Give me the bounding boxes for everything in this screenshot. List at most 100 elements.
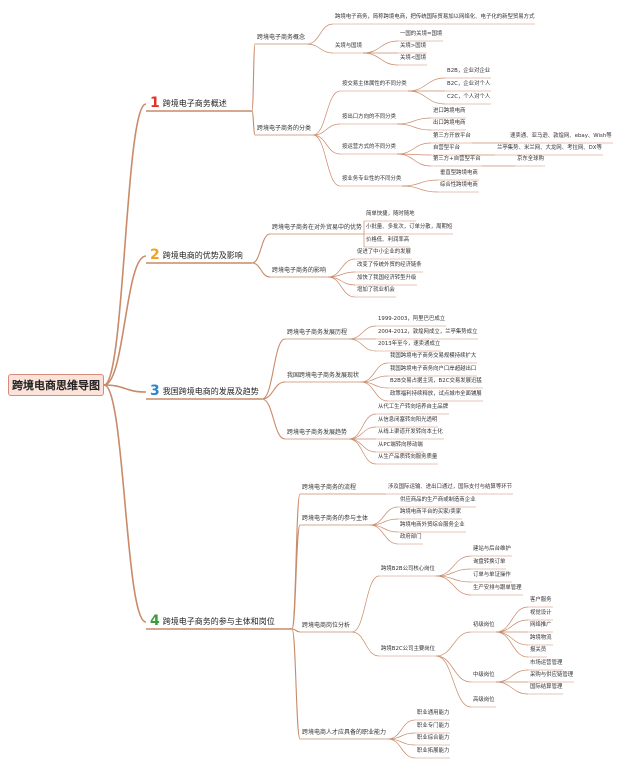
node-0-0-1-1[interactable]: 关境>国境 [400, 43, 427, 49]
node-3-1-2[interactable]: 跨境电商外贸综合服务企业 [400, 522, 465, 528]
node-1-1[interactable]: 跨境电子商务的影响 [272, 267, 327, 274]
node-2-1-0[interactable]: 我国跨境电子商务交易规模持续扩大 [390, 353, 477, 359]
node-0-1-2-2[interactable]: 第三方+自营型平台 [433, 156, 481, 162]
connector-line [348, 325, 377, 340]
node-1-0-0[interactable]: 简单快捷，随时随地 [366, 211, 415, 217]
node-2-0-0[interactable]: 1999-2003，阿里巴巴成立 [378, 316, 446, 322]
node-3-1[interactable]: 跨境电子商务的参与主体 [302, 515, 369, 522]
node-3-0-0[interactable]: 涉及国际运输、进出口通过，国际支付与结算等环节 [388, 484, 512, 490]
node-3-2-1-1-2[interactable]: 国际结算管理 [530, 684, 563, 690]
node-0-1-0[interactable]: 按交易主体属性的不同分类 [342, 81, 407, 87]
node-0-0-1[interactable]: 关境与国境 [335, 43, 362, 49]
node-0-1-0-0[interactable]: B2B，企业对企业 [447, 68, 491, 74]
node-3-2-0-1[interactable]: 询盘转换订单 [473, 559, 506, 565]
node-3-2-0[interactable]: 跨境B2B公司核心岗位 [381, 566, 435, 572]
node-2-1-1[interactable]: 我国跨境电子商务向户口岸超越出口 [390, 366, 477, 372]
node-0-1-3-0[interactable]: 垂直型跨境电商 [440, 170, 478, 176]
node-1-1-0[interactable]: 促进了中小企业的发展 [357, 249, 411, 255]
node-3-2-1-0-1[interactable]: 视觉设计 [530, 610, 552, 616]
node-1-0-2[interactable]: 价格低、利润率高 [366, 237, 410, 243]
node-2-2-1[interactable]: 从信息闭塞转向阳光透明 [378, 417, 438, 423]
node-3-2-1-2[interactable]: 高级岗位 [473, 697, 495, 703]
node-2-2-4[interactable]: 从生产品质转向服务质量 [378, 454, 438, 460]
node-0-1-0-2[interactable]: C2C，个人对个人 [447, 94, 491, 100]
node-0-1-2-2-0[interactable]: 京东全球购 [517, 156, 544, 162]
node-0-1-0-1[interactable]: B2C，企业对个人 [447, 81, 491, 87]
node-3-0[interactable]: 跨境电子商务的流程 [302, 484, 357, 491]
node-1-1-3[interactable]: 增加了就业机会 [357, 287, 395, 293]
node-0-0-0[interactable]: 跨境电子商务，简称跨境电商，把传统国际贸易加以网络化、电子化的新型贸易方式 [335, 14, 535, 20]
node-2-1[interactable]: 我国跨境电子商务发展现状 [287, 372, 360, 379]
node-3-2-1-0[interactable]: 初级岗位 [473, 622, 495, 628]
node-3-2-0-0[interactable]: 建站与后台维护 [473, 546, 511, 552]
connector-line [396, 153, 432, 167]
connector-line [103, 255, 147, 386]
node-2-1-2[interactable]: B2B交易占据主流，B2C交易发展迅猛 [390, 378, 482, 384]
node-0-1-1-0[interactable]: 进口跨境电商 [433, 108, 466, 114]
node-1-1-2[interactable]: 加快了我国经济转型升级 [357, 275, 417, 281]
node-1-1-1[interactable]: 改变了传统外贸的经济链条 [357, 262, 422, 268]
connector-line [327, 276, 356, 298]
connector-line [348, 438, 377, 453]
node-0-1-3-1[interactable]: 综合性跨境电商 [440, 182, 478, 188]
node-1-0[interactable]: 跨境电子商务在对外贸易中的优势 [272, 224, 363, 231]
node-3-2[interactable]: 跨境电商岗位分析 [302, 622, 351, 629]
section-label: 跨境电子商务的参与主体和岗位 [162, 616, 275, 626]
node-3-2-0-3[interactable]: 生产安排与跟单管理 [473, 585, 522, 591]
connector-line [306, 43, 334, 54]
node-3-2-1-1-1[interactable]: 采购与供应链管理 [530, 672, 574, 678]
node-3-2-1-0-3[interactable]: 跨境物流 [530, 635, 552, 641]
mind-map-root[interactable]: 跨境电商思维导图 [8, 374, 104, 396]
node-3-2-1-1-0[interactable]: 市场运营管理 [530, 660, 563, 666]
node-2-0-1[interactable]: 2004-2012，敦煌网成立，兰亭集势成立 [378, 329, 478, 335]
node-3-3-0[interactable]: 职业通用能力 [417, 710, 450, 716]
node-3-2-1-0-4[interactable]: 报关员 [530, 647, 547, 653]
node-3-2-1[interactable]: 跨境B2C公司主要岗位 [381, 646, 436, 652]
node-2-0-2[interactable]: 2013年至今，速卖通成立 [378, 341, 441, 347]
node-0-0-1-2[interactable]: 关境<国境 [400, 55, 427, 61]
node-0-1-1[interactable]: 按出口方向的不同分类 [342, 114, 396, 120]
node-3-3-3[interactable]: 职业拓展能力 [417, 748, 450, 754]
connector-line [387, 738, 416, 759]
root-title: 跨境电商思维导图 [12, 379, 100, 392]
node-0-1-2-1[interactable]: 自营型平台 [433, 145, 460, 151]
node-2-1-3[interactable]: 政策福利持续释放，试点城市全面铺展 [390, 391, 482, 397]
node-0-1-2[interactable]: 按运营方式的不同分类 [342, 144, 396, 150]
section-number: 4 [150, 613, 160, 629]
connector-line [495, 606, 529, 633]
node-0-1-1-1[interactable]: 出口跨境电商 [433, 120, 466, 126]
connector-line [351, 575, 380, 633]
node-0-1-3[interactable]: 按业务专业性的不同分类 [342, 176, 402, 182]
connector-line [251, 262, 271, 278]
node-3-2-0-2[interactable]: 订单与单证操作 [473, 572, 511, 578]
node-3-2-1-0-2[interactable]: 网络推广 [530, 622, 552, 628]
connector-line [312, 90, 341, 136]
node-3-1-1[interactable]: 跨境电商平台的买家/卖家 [400, 509, 462, 515]
node-3-2-1-1[interactable]: 中级岗位 [473, 672, 495, 678]
node-2-0[interactable]: 跨境电子商务发展历程 [287, 329, 348, 336]
connector-line [251, 110, 256, 136]
node-0-1-2-0-0[interactable]: 速卖通、亚马逊、敦煌网、ebay、Wish等 [510, 133, 612, 139]
node-0-0[interactable]: 跨境电子商务概念 [257, 34, 306, 41]
node-2-2-2[interactable]: 从线上渠道开发转向本土化 [378, 429, 443, 435]
node-0-1-2-0[interactable]: 第三方开放平台 [433, 133, 471, 139]
node-0-1-2-1-0[interactable]: 兰亭集势、米兰网、大龙网、考拉网、DX等 [497, 145, 602, 151]
node-1-0-1[interactable]: 小批量、多批次，订单分散，周期短 [366, 224, 453, 230]
node-0-1[interactable]: 跨境电子商务的分类 [257, 125, 312, 132]
node-3-1-3[interactable]: 政府部门 [400, 534, 422, 540]
node-3-1-0[interactable]: 供应商品的生产商或制造商企业 [400, 497, 476, 503]
connector-line [348, 413, 377, 440]
node-3-3[interactable]: 跨境电商人才应具备的职业能力 [302, 729, 387, 736]
node-3-2-1-0-0[interactable]: 客户服务 [530, 597, 552, 603]
node-3-3-2[interactable]: 职业综合能力 [417, 735, 450, 741]
node-2-2[interactable]: 跨境电子商务发展趋势 [287, 429, 348, 436]
node-2-2-3[interactable]: 从PC端转向移动端 [378, 442, 423, 448]
node-3-3-1[interactable]: 职业专门能力 [417, 723, 450, 729]
node-0-0-1-0[interactable]: 一国的关境=国境 [400, 31, 443, 37]
connector-line [495, 681, 529, 695]
node-2-2-0[interactable]: 从代工生产转向培养自主品牌 [378, 404, 449, 410]
